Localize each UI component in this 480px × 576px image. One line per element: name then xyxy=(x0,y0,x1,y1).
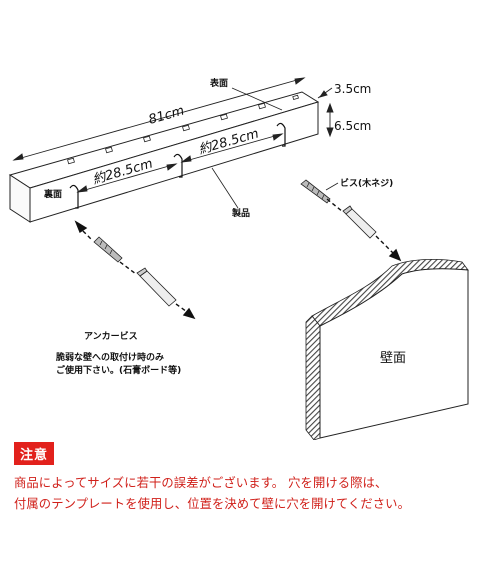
notice-title-badge: 注意 xyxy=(14,442,55,465)
board-markings xyxy=(67,94,299,165)
anchor-note-line2: ご使用下さい。(石膏ボード等) xyxy=(56,364,181,376)
dimension-lines xyxy=(12,77,334,193)
screw-arrows xyxy=(326,198,402,262)
wall-label: 壁面 xyxy=(380,351,406,366)
product-label: 製品 xyxy=(231,207,250,219)
wood-screw-icon xyxy=(300,179,331,204)
installation-diagram: 81cm 約28.5cm 約28.5cm 3.5cm 6.5cm 表面 裏面 製… xyxy=(8,77,469,440)
shelf-board xyxy=(8,91,320,223)
anchor-note-line1: 脆弱な壁への取付け時のみ xyxy=(55,351,164,363)
back-label: 裏面 xyxy=(43,188,62,200)
depth-dimension: 3.5cm xyxy=(334,82,371,96)
hook-icons xyxy=(69,122,286,209)
notice-line-1: 商品によってサイズに若干の誤差がございます。 穴を開ける際は、 xyxy=(14,476,388,490)
notice-line-2: 付属のテンプレートを使用し、位置を決めて壁に穴を開けてください。 xyxy=(14,497,410,511)
length-dimension: 81cm xyxy=(147,103,186,127)
wall-plug-icon xyxy=(342,205,377,239)
anchor-plug-icon xyxy=(136,267,177,307)
front-label: 表面 xyxy=(209,77,228,89)
height-dimension: 6.5cm xyxy=(334,119,371,133)
anchor-label: アンカービス xyxy=(84,330,138,342)
wall-block xyxy=(305,258,469,440)
screw-label: ビス(木ネジ) xyxy=(340,177,393,189)
anchor-screw-icon xyxy=(93,236,123,263)
anchor-arrows xyxy=(74,220,196,320)
leader-lines xyxy=(211,87,339,209)
